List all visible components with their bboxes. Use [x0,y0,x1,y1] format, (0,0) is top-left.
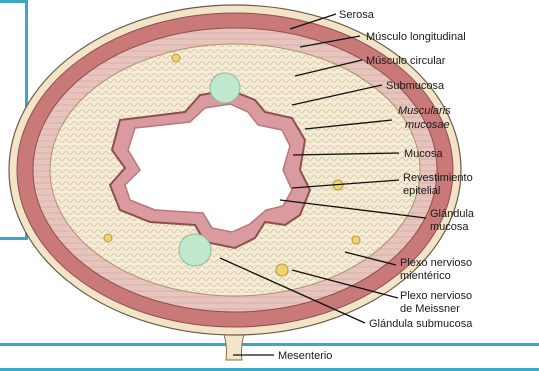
label-submucosa: Submucosa [386,80,445,92]
label-plexo-meissner-line2: de Meissner [400,303,460,315]
label-glandula-line1: Glándula [430,208,475,220]
label-revestimiento-line2: epitelial [403,185,440,197]
myenteric-plexus [276,264,288,276]
label-mucosa: Mucosa [404,148,443,160]
label-muscularis-line2: mucosae [405,119,450,131]
gland-bottom [179,234,211,266]
label-plexo-mienterico-line2: mientérico [400,270,451,282]
label-plexo-meissner-line1: Plexo nervioso [400,290,472,302]
label-musculo-longitudinal: Músculo longitudinal [366,31,466,43]
label-mesenterio: Mesenterio [278,350,332,362]
label-glandula-line2: mucosa [430,221,469,233]
label-glandula-submucosa: Glándula submucosa [369,318,473,330]
label-plexo-mienterico-line1: Plexo nervioso [400,257,472,269]
label-revestimiento-line1: Revestimiento [403,172,473,184]
label-muscularis-line1: Muscularis [398,105,451,117]
label-musculo-circular: Músculo circular [366,55,446,67]
label-serosa: Serosa [339,9,375,21]
gland-top [210,73,240,103]
